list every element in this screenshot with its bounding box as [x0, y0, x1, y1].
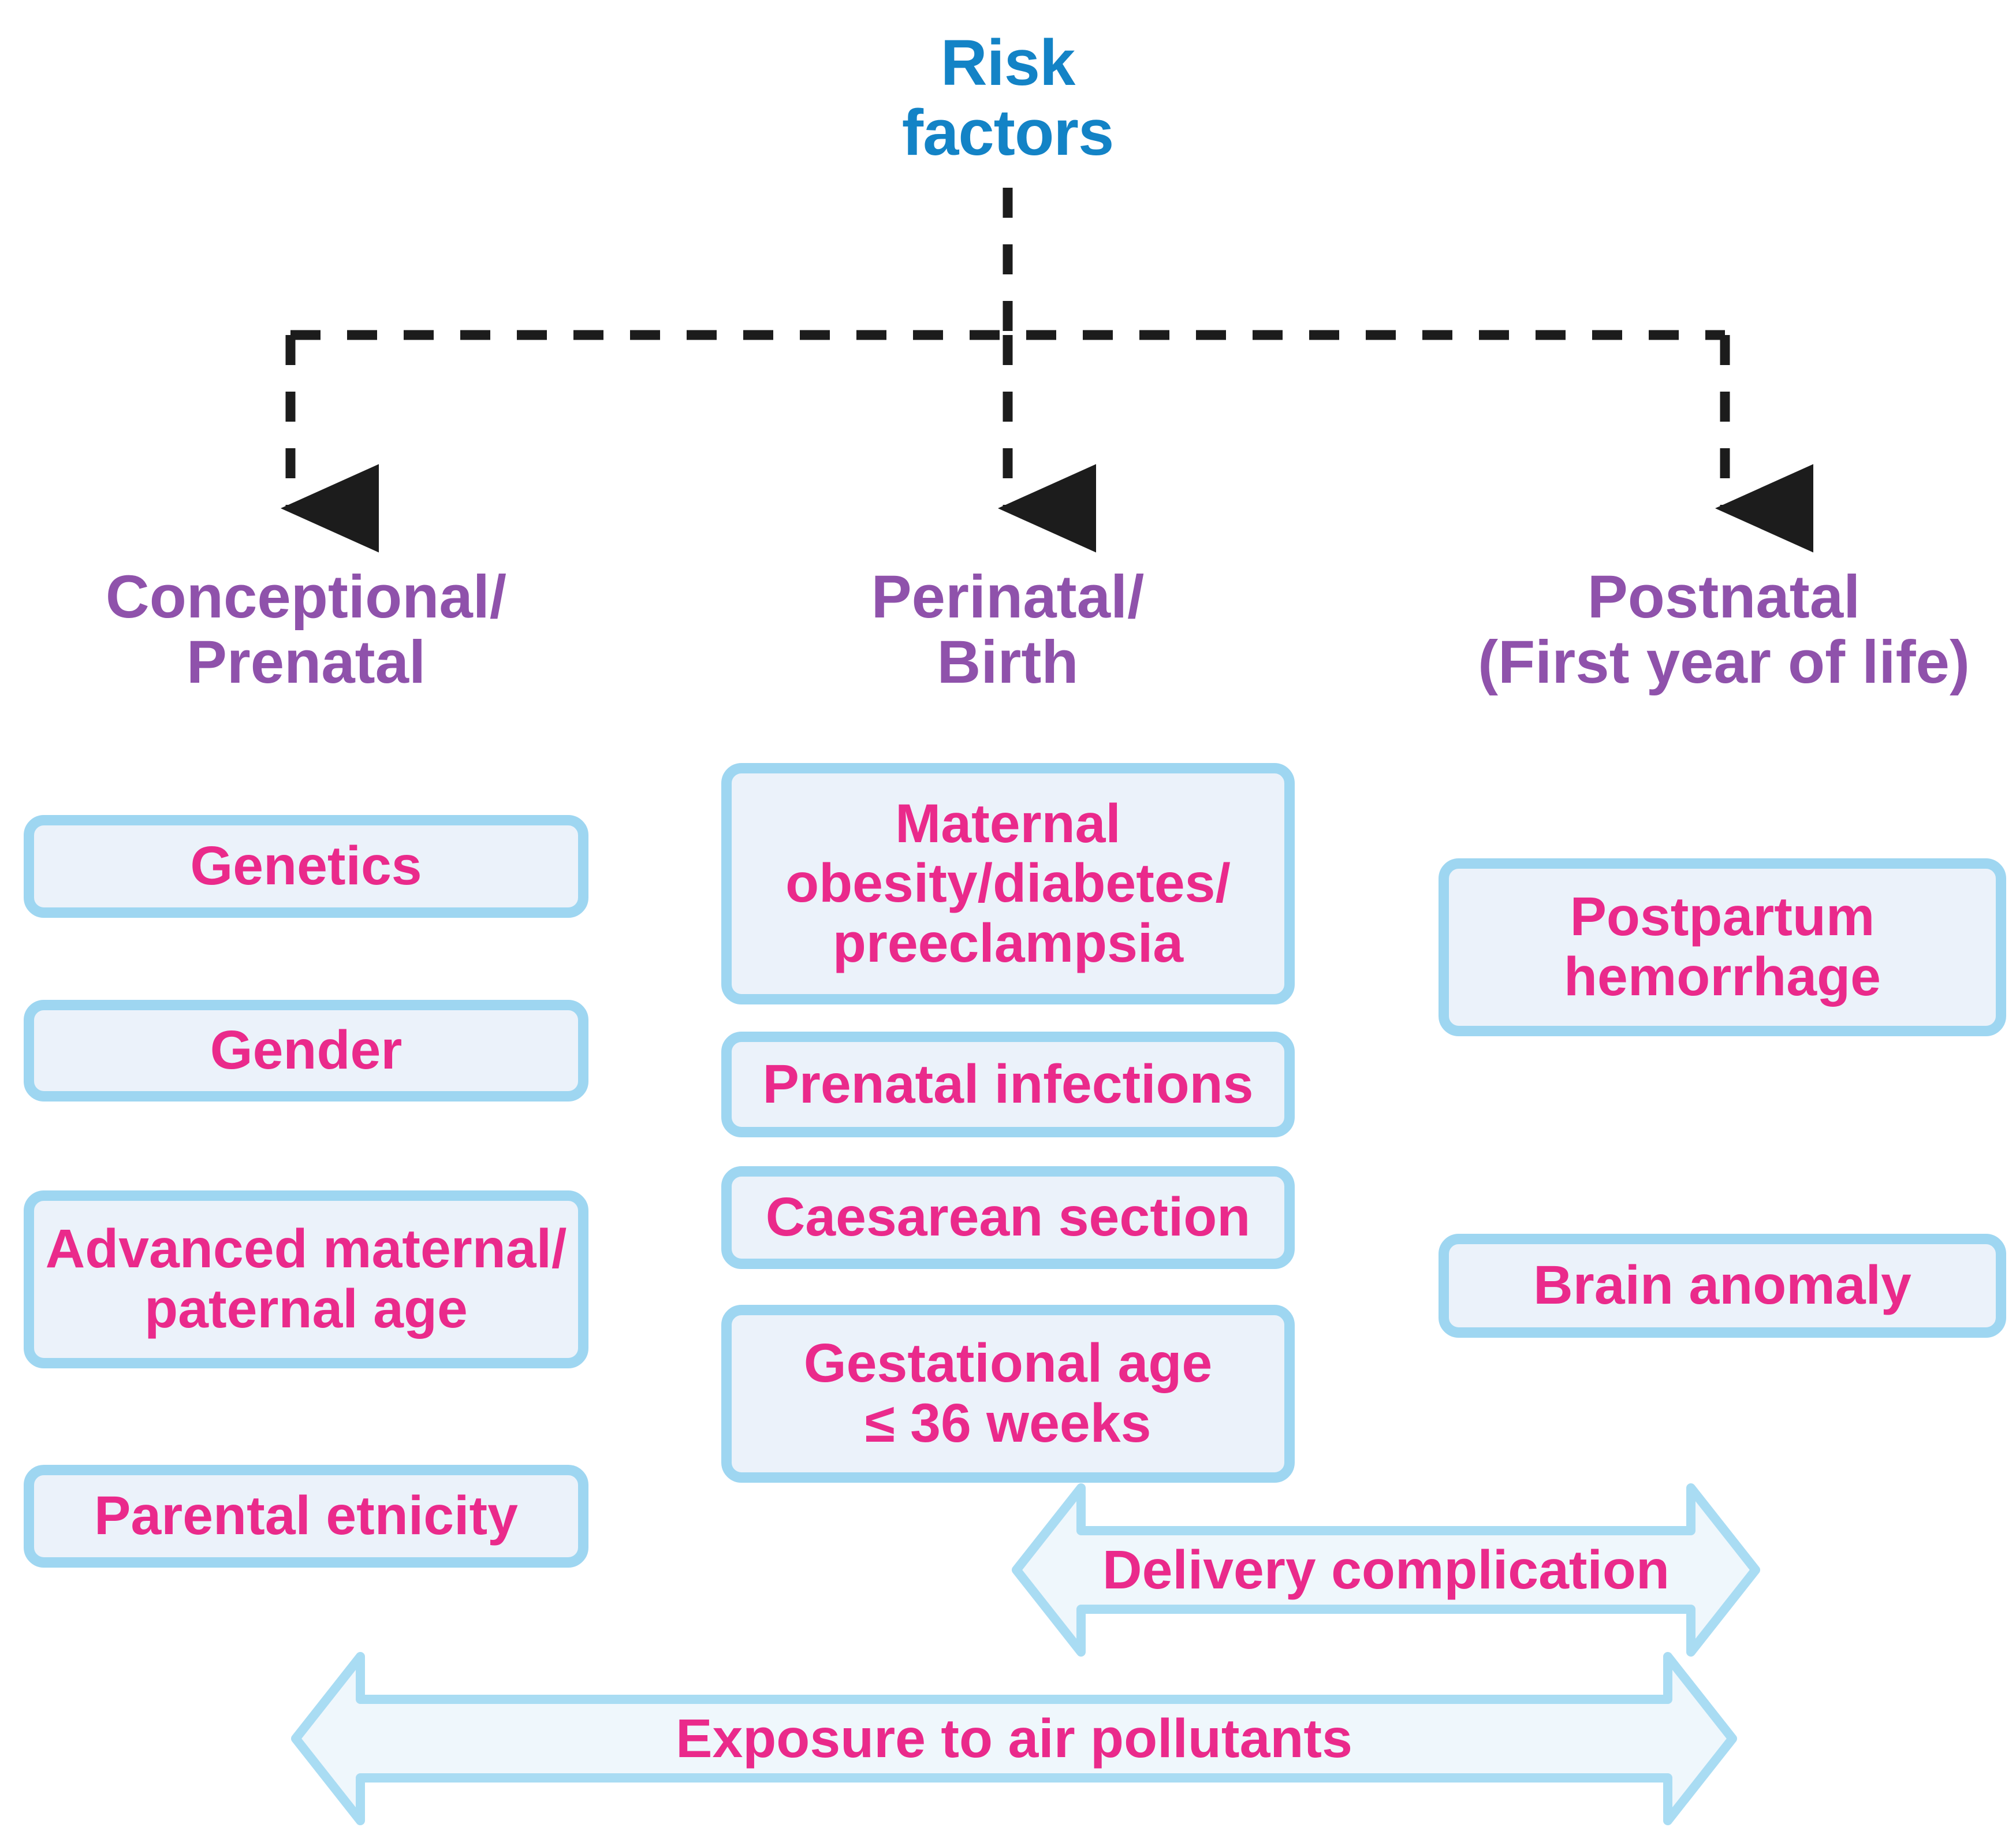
column-boxes-conceptional [24, 815, 588, 1568]
box-maternal-obesity[interactable] [721, 763, 1295, 1004]
box-label-prenatal-infections: Prenatal infections [762, 1053, 1254, 1115]
box-label-gender: Gender [210, 1019, 403, 1081]
box-postpartum-hemorrhage[interactable] [1439, 858, 2006, 1036]
column-boxes-postnatal [1439, 858, 2006, 1338]
box-gender[interactable] [24, 1000, 588, 1102]
arrow-label-delivery-complication: Delivery complication [1102, 1539, 1670, 1601]
column-heading-line-1: Postnatal [1587, 563, 1861, 631]
column-heading-line-2: Prenatal [186, 628, 426, 696]
column-heading-line-2: Birth [937, 628, 1079, 696]
box-label-brain-anomaly: Brain anomaly [1533, 1255, 1911, 1316]
page-title-line-1: Risk [940, 27, 1076, 99]
box-label-maternal-obesity: Maternal obesity/diabetes/ preeclampsia [785, 792, 1231, 974]
box-label-postpartum-hemorrhage: Postpartum hemorrhage [1563, 886, 1881, 1007]
box-label-parental-etnicity: Parental etnicity [94, 1485, 518, 1547]
span-arrow-shapes [291, 1483, 1760, 1825]
arrow-delivery-complication[interactable] [1012, 1483, 1760, 1657]
page-title-line-2: factors [901, 96, 1114, 169]
arrow-label-exposure-air-pollutants: Exposure to air pollutants [676, 1707, 1352, 1769]
column-boxes-perinatal [721, 763, 1295, 1483]
column-heading-line-1: Perinatal/ [871, 563, 1145, 631]
box-caesarean-section[interactable] [721, 1166, 1295, 1269]
box-label-gestational-age: Gestational age ≤ 36 weeks [803, 1333, 1213, 1454]
box-advanced-parental-age[interactable] [24, 1190, 588, 1368]
box-label-advanced-parental-age: Advanced maternal/ paternal age [45, 1218, 567, 1339]
column-heading-postnatal: Postnatal (First year of life) [1409, 557, 2016, 702]
box-gestational-age[interactable] [721, 1305, 1295, 1483]
column-heading-conceptional-prenatal: Conceptional/ Prenatal [12, 557, 601, 702]
page-title: Risk factors [834, 20, 1181, 176]
connector-tree [281, 188, 1813, 553]
box-prenatal-infections[interactable] [721, 1032, 1295, 1137]
arrow-exposure-air-pollutants[interactable] [291, 1652, 1737, 1825]
column-heading-perinatal-birth: Perinatal/ Birth [716, 557, 1299, 702]
column-heading-line-1: Conceptional/ [105, 563, 507, 631]
box-brain-anomaly[interactable] [1439, 1234, 2006, 1338]
box-label-caesarean-section: Caesarean section [765, 1186, 1251, 1248]
box-label-genetics: Genetics [190, 835, 422, 897]
box-parental-etnicity[interactable] [24, 1465, 588, 1568]
column-heading-line-2: (First year of life) [1478, 628, 1970, 696]
box-genetics[interactable] [24, 815, 588, 918]
